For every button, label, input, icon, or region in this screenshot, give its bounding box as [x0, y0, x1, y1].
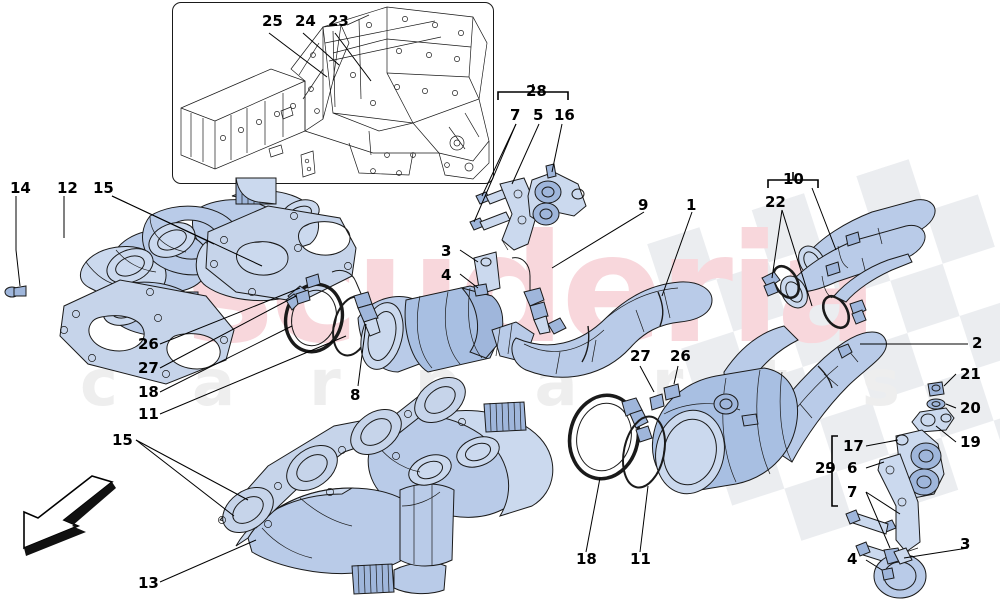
callout-22: 22 [765, 193, 786, 211]
callout-8: 8 [350, 386, 361, 404]
pipe-clamp-22-b [821, 294, 867, 330]
callout-16: 16 [554, 106, 575, 124]
callout-24: 24 [295, 12, 316, 30]
callout-15-upper: 15 [93, 179, 114, 197]
callout-13: 13 [138, 574, 159, 592]
spacer-26-upper [305, 273, 321, 289]
callout-19: 19 [960, 433, 981, 451]
leader-lines [15, 84, 969, 583]
direction-arrow [23, 475, 116, 556]
front-exhaust-pipe [511, 281, 713, 378]
hanger-kit-29 [845, 381, 955, 569]
manifold-gasket-right [218, 376, 466, 534]
lambda-sensor-8 [331, 269, 381, 337]
callout-27-left: 27 [138, 359, 159, 377]
nut-4-upper [473, 283, 489, 297]
clamp-3-upper [473, 251, 501, 295]
callout-7-lower: 7 [847, 483, 858, 501]
callout-29: 29 [815, 459, 836, 477]
nut-4-lower [881, 567, 895, 581]
bush-27-lower [649, 393, 665, 411]
callout-25: 25 [262, 12, 283, 30]
exhaust-manifold-right [235, 401, 554, 595]
callout-1: 1 [686, 196, 697, 214]
callout-3-lower: 3 [960, 535, 971, 553]
callout-2: 2 [972, 334, 983, 352]
oxygen-sensor-9 [511, 257, 551, 335]
callout-4-upper: 4 [441, 266, 452, 284]
catalytic-converter-lower [652, 325, 799, 495]
clamp-3-lower [873, 547, 927, 599]
callout-17: 17 [843, 437, 864, 455]
callout-3-upper: 3 [441, 242, 452, 260]
bracket-kit-28 [469, 163, 587, 251]
callout-15-lower: 15 [112, 431, 133, 449]
stud-14 [4, 285, 27, 298]
callout-4-lower: 4 [847, 550, 858, 568]
callout-23: 23 [328, 12, 349, 30]
callout-9: 9 [638, 196, 649, 214]
catalytic-converter-upper [357, 285, 535, 373]
callout-26-mid: 26 [670, 347, 691, 365]
spacer-26-lower [663, 383, 681, 401]
callout-5: 5 [533, 106, 544, 124]
bush-27-upper [295, 289, 311, 305]
silencer-assembly [761, 199, 936, 330]
callout-6: 6 [847, 459, 858, 477]
callout-21: 21 [960, 365, 981, 383]
chassis-frame-inset [172, 2, 494, 184]
callout-11-left: 11 [138, 405, 159, 423]
callout-11-lower: 11 [630, 550, 651, 568]
callout-27-mid: 27 [630, 347, 651, 365]
callout-18-left: 18 [138, 383, 159, 401]
callout-7-upper: 7 [510, 106, 521, 124]
callout-18-lower: 18 [576, 550, 597, 568]
callout-10: 10 [783, 170, 804, 188]
callout-20: 20 [960, 399, 981, 417]
v-band-clamp-lower [567, 393, 666, 489]
callout-12: 12 [57, 179, 78, 197]
callout-14: 14 [10, 179, 31, 197]
callout-28: 28 [526, 82, 547, 100]
pipe-clamp-22-a [761, 264, 801, 300]
callout-26-left: 26 [138, 335, 159, 353]
